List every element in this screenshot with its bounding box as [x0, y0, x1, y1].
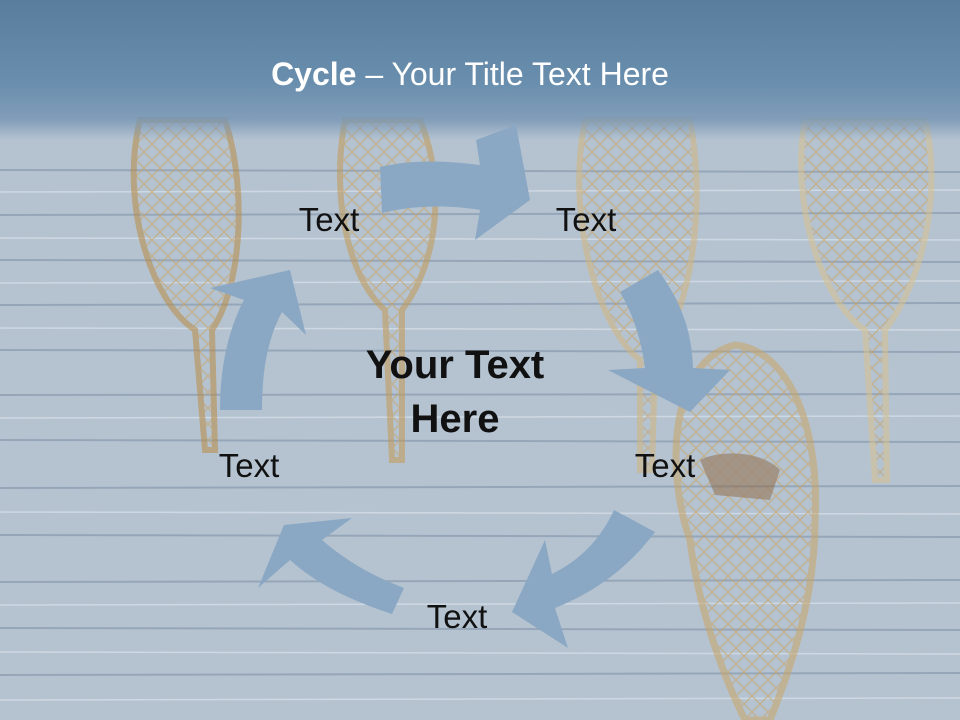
- cycle-arrow-1: [380, 125, 530, 240]
- cycle-arrow-2: [608, 270, 730, 412]
- cycle-node-label: Text: [555, 201, 617, 238]
- cycle-arrow-3: [512, 510, 655, 648]
- cycle-arrow-4: [258, 518, 404, 614]
- cycle-node-label: Text: [298, 201, 360, 238]
- center-text: Your Text Here: [355, 338, 555, 446]
- cycle-node-label: Text: [218, 447, 280, 484]
- center-text-line: Here: [410, 397, 500, 441]
- slide-title-bold: Cycle: [271, 56, 357, 92]
- cycle-node-label: Text: [634, 447, 696, 484]
- title-band: [0, 0, 960, 140]
- center-text-line: Your Text: [365, 343, 545, 387]
- cycle-arrow-5: [210, 270, 306, 410]
- slide-title-rest: – Your Title Text Here: [356, 56, 669, 92]
- slide-title: Cycle – Your Title Text Here: [0, 52, 940, 96]
- cycle-node-label: Text: [426, 598, 488, 635]
